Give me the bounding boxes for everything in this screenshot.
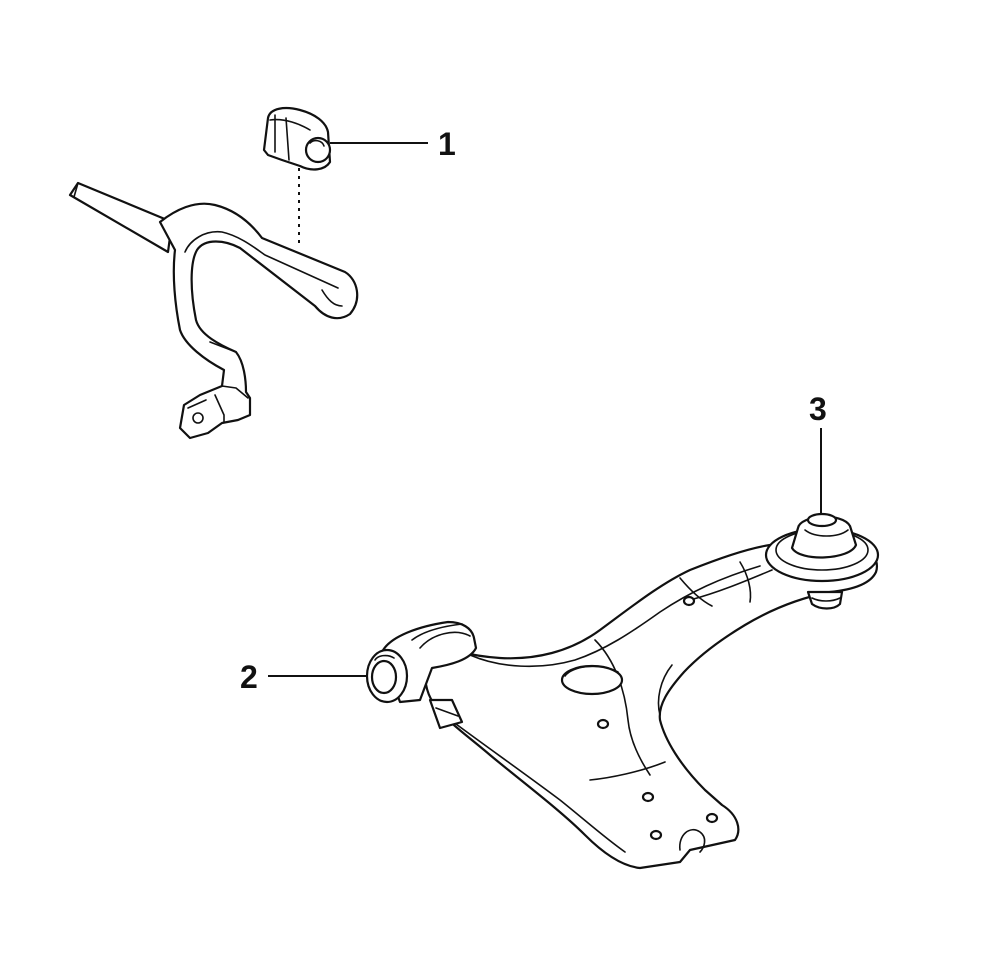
callout-1: 1 bbox=[330, 126, 456, 162]
callout-label-2: 2 bbox=[240, 659, 258, 695]
callout-3: 3 bbox=[809, 391, 827, 514]
stabilizer-bar bbox=[68, 168, 359, 440]
callout-2: 2 bbox=[240, 659, 367, 695]
rear-control-arm-bushing bbox=[764, 512, 880, 610]
callout-label-3: 3 bbox=[809, 391, 827, 427]
callout-label-1: 1 bbox=[438, 126, 456, 162]
stabilizer-bar-bushing bbox=[262, 107, 332, 171]
control-arm bbox=[423, 538, 878, 870]
